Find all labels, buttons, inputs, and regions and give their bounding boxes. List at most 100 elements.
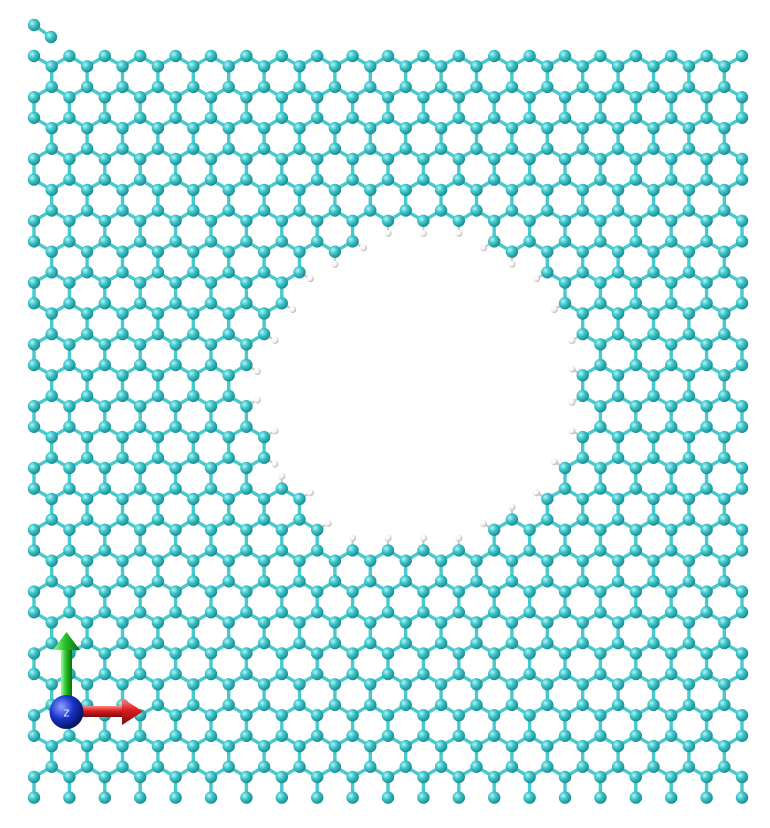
carbon-atom (594, 338, 607, 351)
carbon-atom (80, 183, 94, 197)
carbon-atom (611, 327, 625, 341)
carbon-atom (45, 513, 58, 526)
carbon-atom (311, 152, 324, 166)
carbon-atom (399, 739, 412, 753)
carbon-atom (187, 616, 200, 629)
carbon-atom (682, 739, 696, 753)
carbon-atom (647, 430, 660, 444)
carbon-atom (417, 544, 430, 557)
carbon-atom (381, 729, 395, 742)
carbon-atom (169, 420, 182, 433)
carbon-atom (647, 266, 660, 279)
carbon-atom (488, 709, 501, 722)
carbon-atom (169, 709, 182, 722)
carbon-atom (735, 235, 749, 248)
hydrogen-atom (306, 489, 314, 497)
carbon-atom (594, 358, 607, 372)
carbon-atom (257, 513, 271, 526)
carbon-atom (665, 667, 678, 681)
carbon-atom (364, 616, 377, 629)
carbon-atom (665, 791, 678, 804)
carbon-atom (665, 606, 678, 619)
carbon-atom (275, 91, 288, 104)
carbon-atom (594, 647, 607, 660)
carbon-atom (169, 358, 182, 372)
carbon-atom (381, 214, 395, 227)
carbon-atom (134, 647, 147, 660)
carbon-atom (682, 513, 696, 526)
carbon-atom (611, 369, 625, 382)
carbon-atom (45, 389, 58, 403)
carbon-atom (134, 173, 147, 186)
carbon-atom (116, 554, 129, 567)
carbon-atom (346, 585, 359, 598)
carbon-atom (364, 678, 377, 691)
carbon-atom (151, 575, 165, 588)
carbon-atom (275, 482, 288, 495)
carbon-atom (98, 667, 112, 681)
carbon-atom (169, 91, 182, 104)
carbon-atom (594, 111, 607, 125)
carbon-atom (417, 173, 430, 186)
carbon-atom (63, 523, 76, 536)
carbon-atom (611, 266, 625, 279)
carbon-atom (735, 152, 749, 166)
carbon-atom (80, 554, 94, 567)
carbon-atom (558, 729, 572, 742)
carbon-atom (222, 760, 235, 773)
carbon-atom (647, 554, 660, 567)
carbon-atom (594, 91, 607, 104)
carbon-atom (505, 60, 519, 73)
carbon-atom (470, 183, 483, 197)
carbon-atom (417, 667, 430, 681)
carbon-atom (116, 636, 129, 650)
carbon-atom (275, 49, 288, 63)
carbon-atom (594, 585, 607, 598)
carbon-atom (169, 729, 182, 742)
carbon-atom (576, 183, 589, 197)
carbon-atom (576, 513, 589, 526)
carbon-atom (470, 142, 483, 155)
carbon-atom (682, 760, 696, 773)
carbon-atom (169, 523, 182, 536)
carbon-atom (594, 544, 607, 557)
carbon-atom (665, 544, 678, 557)
carbon-atom (381, 606, 395, 619)
carbon-atom (417, 91, 430, 104)
carbon-atom (98, 729, 112, 742)
carbon-atom (700, 400, 713, 413)
carbon-atom (452, 667, 465, 681)
carbon-atom (594, 152, 607, 166)
carbon-atom (647, 492, 660, 506)
carbon-atom (399, 80, 412, 94)
carbon-atom (718, 307, 731, 320)
carbon-atom (629, 461, 642, 475)
hydrogen-atom (568, 427, 576, 435)
carbon-atom (240, 585, 253, 598)
hydrogen-atom (278, 472, 286, 480)
carbon-atom (611, 60, 625, 73)
carbon-atom (647, 80, 660, 94)
carbon-atom (576, 204, 589, 217)
carbon-atom (240, 173, 253, 186)
carbon-atom (594, 523, 607, 536)
carbon-atom (647, 245, 660, 258)
carbon-atom (452, 606, 465, 619)
carbon-atom (240, 358, 253, 372)
carbon-atom (222, 245, 235, 258)
carbon-atom (488, 585, 501, 598)
carbon-atom (98, 585, 112, 598)
carbon-atom (523, 729, 536, 742)
carbon-atom (452, 770, 465, 784)
carbon-atom (470, 80, 483, 94)
carbon-atom (505, 616, 519, 629)
carbon-atom (80, 266, 94, 279)
carbon-atom (27, 791, 41, 804)
carbon-atom (134, 544, 147, 557)
carbon-atom (735, 111, 749, 125)
carbon-atom (700, 338, 713, 351)
carbon-atom (647, 616, 660, 629)
hydrogen-atom (253, 367, 261, 375)
carbon-atom (151, 142, 165, 155)
